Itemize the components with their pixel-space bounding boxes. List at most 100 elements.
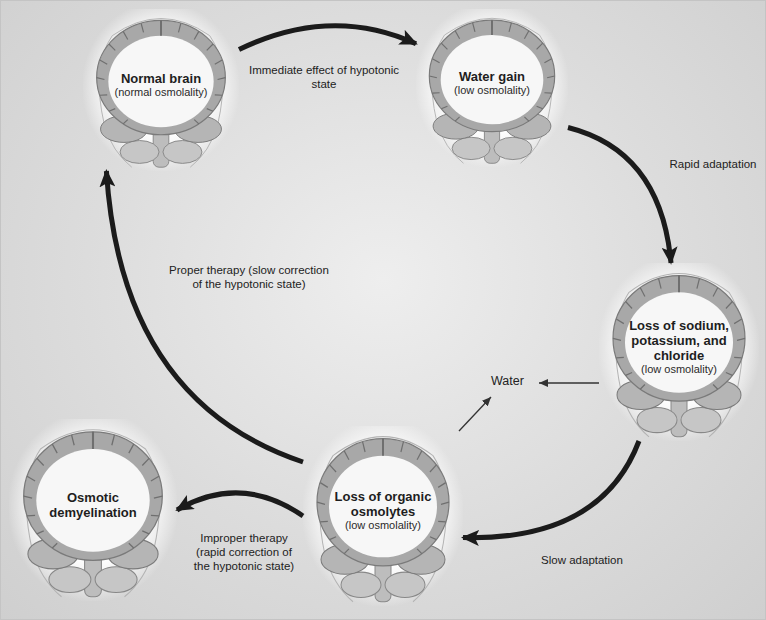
brain-node: Loss of organic osmolytes(low osmolality… — [303, 426, 463, 606]
cortex — [429, 20, 554, 132]
sulcus — [524, 117, 528, 121]
node-heading: Normal brain — [105, 71, 217, 86]
sulcus — [640, 385, 645, 390]
arrow-label: Improper therapy (rapid correction of th… — [189, 531, 299, 573]
cycle-arrow — [177, 493, 303, 516]
cerebellum — [163, 141, 202, 164]
node-heading: Osmotic demyelination — [33, 490, 154, 520]
sulcus — [151, 476, 159, 481]
brain-caption: Water gain(low osmolality) — [437, 69, 546, 97]
cortex — [24, 432, 163, 560]
brain-caption: Normal brain(normal osmolality) — [105, 71, 217, 99]
sulcus — [473, 23, 475, 32]
sulcus — [713, 288, 718, 297]
sulcus — [344, 549, 349, 554]
water-arrow — [539, 382, 599, 383]
cerebellum — [637, 407, 677, 432]
sulcus — [363, 442, 365, 452]
sulcus — [320, 521, 328, 523]
midline-fissure — [160, 20, 162, 35]
cerebellum — [120, 141, 159, 164]
sulcus — [330, 465, 336, 472]
cerebellum — [494, 137, 532, 159]
sulcus — [438, 521, 446, 523]
midline-fissure — [92, 432, 94, 449]
arrow-label: Slow adaptation — [537, 553, 627, 567]
arrow-label: Immediate effect of hypotonic state — [249, 63, 399, 91]
sulcus — [616, 357, 624, 359]
sulcus — [509, 23, 511, 32]
sulcus — [524, 31, 528, 39]
sulcus — [52, 543, 57, 548]
sulcus — [207, 109, 213, 112]
sulcus — [726, 372, 732, 375]
sulcus — [72, 435, 75, 445]
midline-fissure — [678, 276, 680, 293]
sulcus — [441, 502, 449, 504]
cortex — [97, 20, 226, 134]
sulcus — [109, 44, 115, 50]
sulcus — [317, 502, 325, 504]
sulcus — [97, 78, 105, 80]
sulcus — [207, 44, 213, 50]
sulcus — [27, 515, 35, 517]
arrow-label: Proper therapy (slow correction of the h… — [169, 263, 329, 291]
cycle-arrow — [568, 128, 671, 264]
sulcus — [432, 92, 439, 94]
sulcus — [430, 537, 436, 540]
sulcus — [129, 543, 134, 548]
cerebellum — [385, 572, 425, 597]
sulcus — [123, 120, 128, 124]
sulcus — [194, 120, 199, 124]
sulcus — [432, 59, 439, 63]
node-heading: Water gain — [437, 69, 546, 84]
sulcus — [441, 43, 447, 49]
sulcus — [27, 476, 35, 481]
sulcus — [429, 76, 437, 78]
sulcus — [37, 531, 44, 534]
cerebellum — [95, 567, 137, 593]
cerebellum — [681, 407, 721, 432]
cortex — [613, 276, 745, 402]
sulcus — [215, 94, 222, 96]
sulcus — [123, 31, 128, 39]
sulcus — [455, 117, 459, 121]
sulcus — [537, 106, 543, 109]
brain-node: Loss of sodium, potassium, and chloride(… — [599, 263, 759, 441]
sulcus — [544, 59, 551, 63]
node-subtext: (low osmolality) — [437, 84, 546, 97]
cerebellum — [341, 572, 381, 597]
sulcus — [112, 435, 115, 445]
cortex — [317, 439, 449, 566]
sulcus — [713, 385, 718, 390]
sulcus — [737, 338, 745, 340]
cerebellum — [49, 567, 91, 593]
sulcus — [547, 76, 555, 78]
sulcus — [142, 458, 149, 465]
sulcus — [438, 483, 446, 488]
node-heading: Loss of sodium, potassium, and chloride — [621, 318, 736, 363]
sulcus — [154, 496, 162, 498]
midline-fissure — [491, 20, 493, 35]
cycle-arrow — [463, 441, 639, 538]
sulcus — [697, 279, 699, 289]
brain-caption: Loss of organic osmolytes(low osmolality… — [325, 489, 440, 532]
sulcus — [455, 31, 459, 39]
brain-caption: Osmotic demyelination — [33, 490, 154, 520]
arrow-label: Rapid adaptation — [669, 157, 757, 171]
sulcus — [344, 451, 349, 460]
sulcus — [626, 372, 632, 375]
sulcus — [215, 60, 222, 64]
midline-fissure — [382, 439, 384, 456]
sulcus — [151, 515, 159, 517]
brain-node: Osmotic demyelination — [9, 419, 177, 601]
sulcus — [218, 78, 226, 80]
sulcus — [626, 301, 632, 308]
node-subtext: (low osmolality) — [621, 363, 736, 376]
sulcus — [430, 465, 436, 472]
sulcus — [24, 496, 32, 498]
sulcus — [401, 442, 403, 452]
sulcus — [142, 531, 149, 534]
sulcus — [37, 458, 44, 465]
node-subtext: (low osmolality) — [325, 519, 440, 532]
